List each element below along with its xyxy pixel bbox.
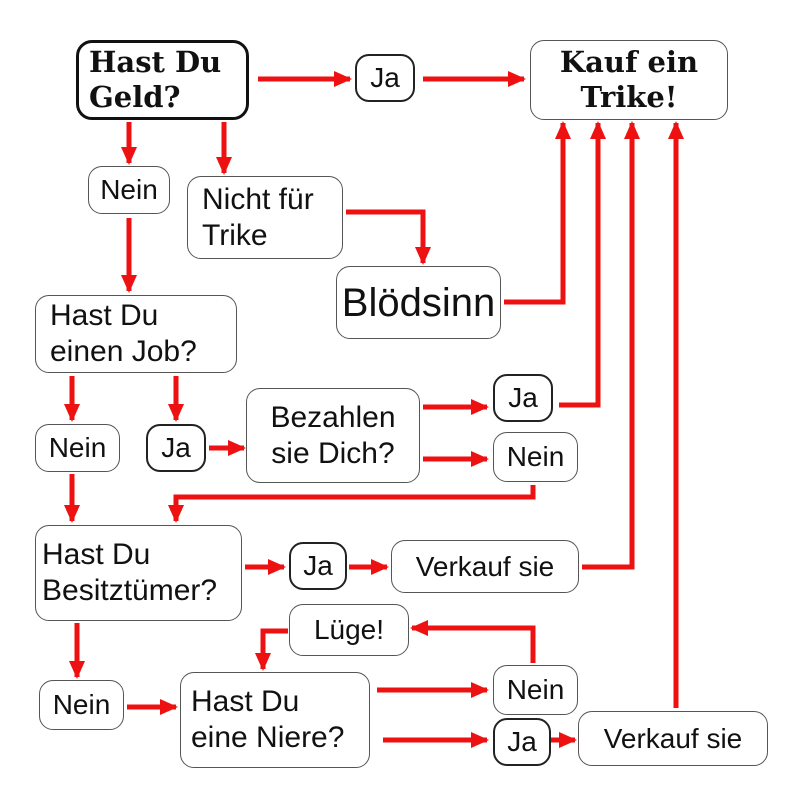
node-no-possessions: Nein: [39, 680, 124, 730]
node-money-label: Hast Du Geld?: [89, 45, 222, 114]
node-job: Hast Du einen Job?: [35, 295, 237, 373]
arrow-nein-pay-to-possessions: [168, 485, 536, 523]
arrow-nein-kidney-to-lie: [410, 620, 536, 663]
arrow-sell-to-buy: [582, 121, 640, 570]
node-no-money: Nein: [88, 166, 170, 214]
node-kidney-label: Hast Du eine Niere?: [191, 685, 345, 754]
node-no-kidney-label: Nein: [506, 674, 565, 706]
node-no-job: Nein: [35, 424, 120, 472]
node-not-for-trike: Nicht für Trike: [187, 176, 343, 259]
node-no-kidney: Nein: [493, 665, 578, 715]
node-possessions-label: Hast Du Besitztümer?: [42, 538, 218, 607]
node-sell-kidney: Verkauf sie: [578, 711, 768, 766]
node-no-money-label: Nein: [100, 174, 158, 206]
node-not-for-trike-label: Nicht für Trike: [202, 182, 314, 252]
arrow-ja-pay-to-buy: [559, 121, 606, 408]
node-yes-money-label: Ja: [370, 62, 400, 94]
node-kidney: Hast Du eine Niere?: [180, 672, 370, 768]
node-no-pay: Nein: [493, 432, 578, 482]
node-possessions: Hast Du Besitztümer?: [35, 525, 242, 621]
arrow-lie-to-kidney: [255, 628, 288, 671]
node-yes-possessions-label: Ja: [303, 550, 333, 582]
node-no-job-label: Nein: [48, 432, 107, 464]
node-buy-trike: Kauf ein Trike!: [530, 40, 728, 120]
node-buy-trike-label: Kauf ein Trike!: [559, 45, 699, 114]
node-job-label: Hast Du einen Job?: [50, 299, 197, 368]
node-money: Hast Du Geld?: [76, 40, 249, 120]
node-nonsense: Blödsinn: [336, 266, 501, 339]
node-yes-job: Ja: [146, 424, 206, 472]
node-yes-pay: Ja: [493, 374, 553, 422]
node-lie-label: Lüge!: [313, 614, 385, 646]
node-no-pay-label: Nein: [506, 441, 565, 473]
node-sell-possessions-label: Verkauf sie: [415, 550, 555, 582]
node-yes-kidney: Ja: [493, 718, 551, 766]
node-sell-possessions: Verkauf sie: [391, 540, 579, 593]
node-sell-kidney-label: Verkauf sie: [603, 722, 743, 754]
node-yes-job-label: Ja: [161, 432, 191, 464]
node-no-possessions-label: Nein: [52, 689, 111, 721]
node-pay: Bezahlen sie Dich?: [246, 388, 420, 483]
node-yes-kidney-label: Ja: [507, 726, 537, 758]
node-yes-money: Ja: [355, 54, 415, 102]
arrow-nonsense-to-buy: [504, 121, 571, 305]
node-yes-possessions: Ja: [289, 542, 347, 590]
node-yes-pay-label: Ja: [508, 382, 538, 414]
node-lie: Lüge!: [289, 604, 409, 656]
node-pay-label: Bezahlen sie Dich?: [270, 400, 396, 470]
node-nonsense-label: Blödsinn: [341, 280, 496, 325]
arrow-not-for-trike-to-nonsense: [346, 209, 431, 265]
